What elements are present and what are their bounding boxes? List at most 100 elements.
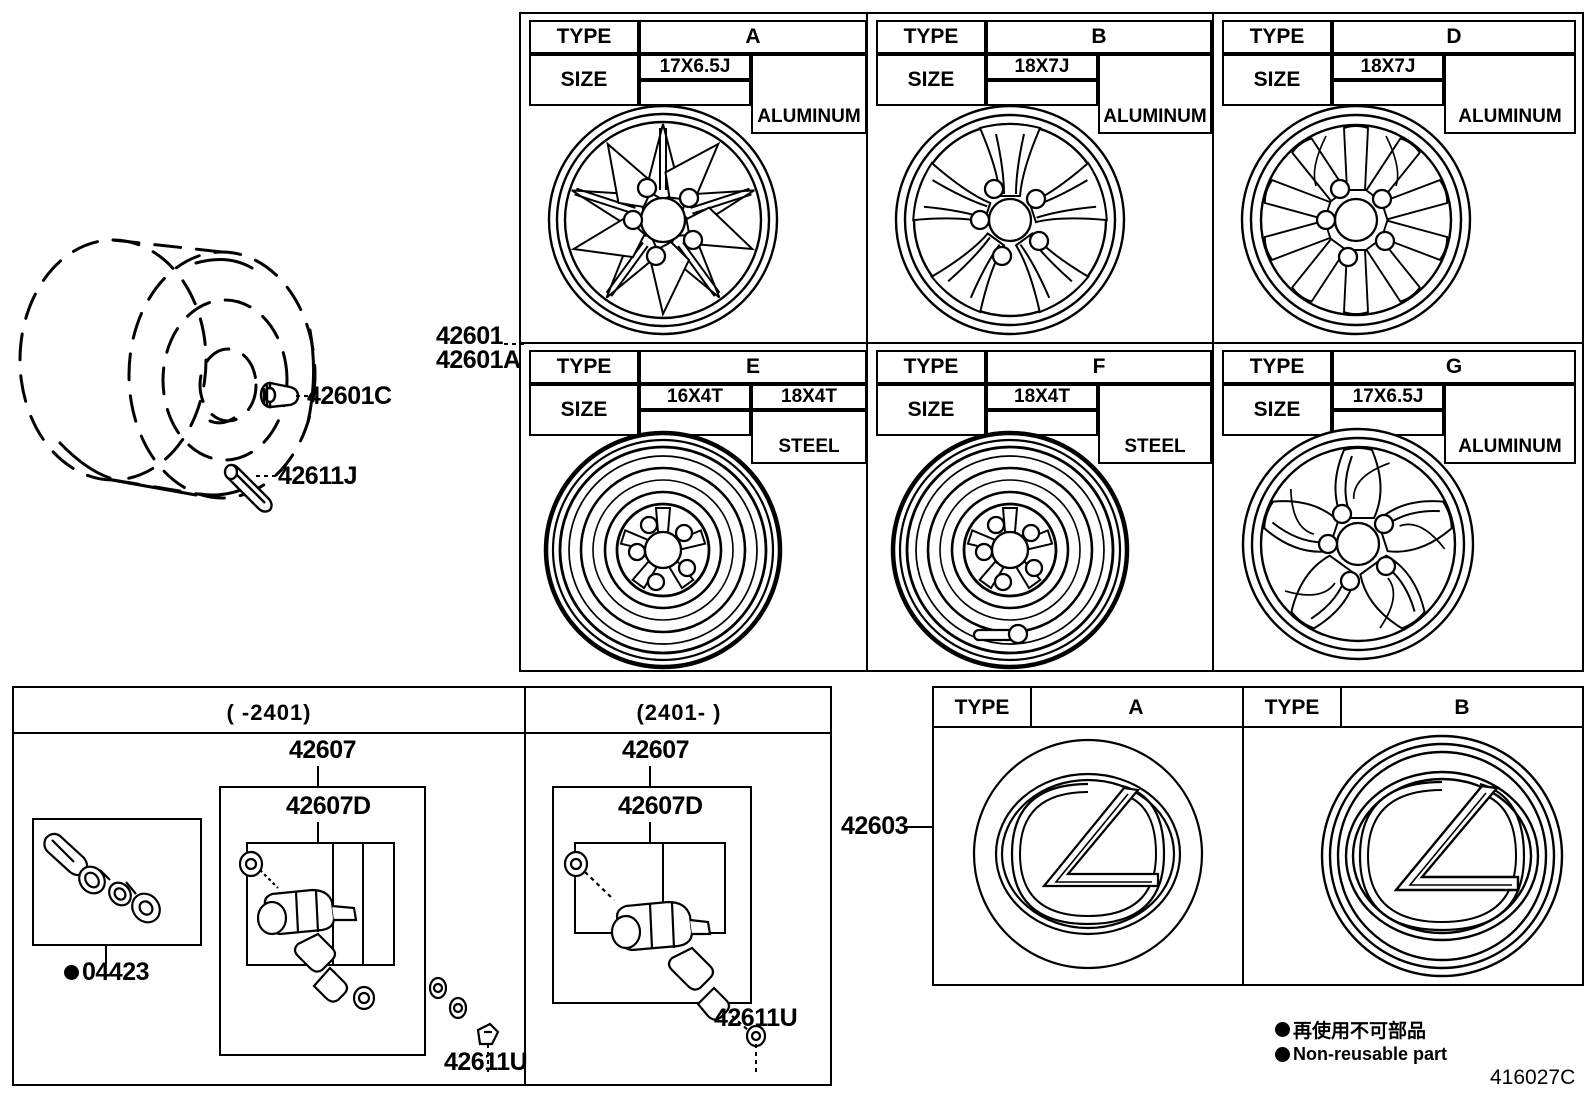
cell-F-type-value: F <box>986 350 1212 384</box>
wheel-type-table: TYPE A SIZE 17X6.5J ALUMINUM <box>519 12 1584 672</box>
cap-panel: TYPE A TYPE B <box>932 686 1584 986</box>
tpms-hardware-chain-v1 <box>428 976 500 1046</box>
valve-mark <box>972 623 1029 645</box>
leader-42611j <box>256 475 278 477</box>
legend-jp-text: 再使用不可部品 <box>1293 1020 1427 1042</box>
repair-kit-illustration <box>43 832 161 924</box>
non-reusable-dot-icon <box>64 964 79 980</box>
wheel-cell-E: TYPE E SIZE 16X4T 18X4T STEEL <box>521 344 867 670</box>
cell-A-type-value: A <box>639 20 867 54</box>
tpms-header-rule-left <box>14 732 524 734</box>
cell-A-size-2 <box>639 80 751 106</box>
tire-solid-edges <box>58 257 316 497</box>
leader-42603 <box>906 826 932 828</box>
cell-D-size-header: SIZE <box>1222 54 1332 106</box>
cell-B-type-header: TYPE <box>876 20 986 54</box>
callout-42607-v1: 42607 <box>289 736 357 764</box>
cell-E-type-header: TYPE <box>529 350 639 384</box>
tire-outline-dashed <box>18 238 317 500</box>
tpms-period-2: (2401- ) <box>636 700 722 725</box>
box-42607d-v2-div1 <box>662 842 664 934</box>
leader-42611u-v2 <box>755 1044 757 1074</box>
legend-en-text: Non-reusable part <box>1293 1044 1448 1064</box>
wheel-cell-D: TYPE D SIZE 18X7J ALUMINUM <box>1214 14 1582 342</box>
leader-42607d-v2 <box>649 822 651 842</box>
wheel-cell-G: TYPE G SIZE 17X6.5J ALUMINUM <box>1214 344 1582 670</box>
leader-42607d-v1 <box>317 822 319 842</box>
non-reusable-dot-icon-en <box>1275 1047 1290 1062</box>
callout-04423: 04423 <box>82 958 150 986</box>
cell-B-size-header: SIZE <box>876 54 986 106</box>
cell-G-type-value: G <box>1332 350 1576 384</box>
box-42607-v2 <box>552 786 752 1004</box>
cap-a-type-sep <box>1030 688 1032 726</box>
cell-E-size-1: 16X4T <box>639 384 751 410</box>
wheel-G-alloy-drawing <box>1241 427 1475 661</box>
callout-42601c: 42601C <box>307 382 392 410</box>
cell-E-size-header: SIZE <box>529 384 639 436</box>
cell-A-size-header: SIZE <box>529 54 639 106</box>
cap-panel-header-rule-b <box>1244 726 1582 728</box>
leader-42607-v2 <box>649 766 651 786</box>
non-reusable-dot-icon-jp <box>1275 1022 1290 1037</box>
leader-42601c <box>296 395 314 397</box>
cap-B-type-header: TYPE <box>1264 696 1320 719</box>
callout-42611u-v1: 42611U <box>444 1048 528 1076</box>
cell-E-size-1b <box>639 410 751 436</box>
callout-42607d-v2: 42607D <box>618 792 703 820</box>
wheel-D-alloy-drawing <box>1240 104 1472 336</box>
wheel-E-steel-drawing <box>543 430 783 670</box>
legend-non-reusable-en-row: Non-reusable part <box>1275 1044 1447 1065</box>
callout-42611j: 42611J <box>278 462 358 490</box>
cell-F-size-2 <box>986 410 1098 436</box>
part-42611j-illustration <box>222 462 278 520</box>
callout-42601a: 42601A <box>436 346 521 374</box>
lexus-emblem-a-icon <box>972 738 1204 970</box>
cell-A-material: ALUMINUM <box>751 54 867 134</box>
cell-E-size-2: 18X4T <box>751 384 867 410</box>
cell-G-material: ALUMINUM <box>1444 384 1576 464</box>
wheel-cell-A: TYPE A SIZE 17X6.5J ALUMINUM <box>521 14 867 342</box>
callout-42601: 42601 <box>436 322 504 350</box>
leader-42601 <box>504 343 526 345</box>
callout-04423-row: 04423 <box>64 958 150 986</box>
tpms-sensor-illustration-v1 <box>238 850 376 1011</box>
cell-F-material: STEEL <box>1098 384 1212 464</box>
legend-non-reusable-jp-row: 再使用不可部品 <box>1275 1016 1426 1043</box>
cell-B-size-2 <box>986 80 1098 106</box>
leader-42611u-v1 <box>487 1044 489 1074</box>
leader-04423 <box>105 944 107 964</box>
cell-G-type-header: TYPE <box>1222 350 1332 384</box>
cell-F-size-header: SIZE <box>876 384 986 436</box>
tpms-variant-divider <box>524 688 526 1084</box>
cell-A-type-header: TYPE <box>529 20 639 54</box>
cell-F-type-header: TYPE <box>876 350 986 384</box>
wheel-B-alloy-drawing <box>894 104 1126 336</box>
tpms-sensor-illustration-v2 <box>563 850 767 1048</box>
cell-G-size-header: SIZE <box>1222 384 1332 436</box>
callout-42607d-v1: 42607D <box>286 792 371 820</box>
wheel-cell-B: TYPE B SIZE 18X7J ALUMINUM <box>868 14 1212 342</box>
cell-D-material: ALUMINUM <box>1444 54 1576 134</box>
lexus-emblem-b-icon <box>1320 734 1564 978</box>
tpms-period-1: ( -2401) <box>226 700 312 725</box>
cap-panel-divider <box>1242 688 1244 984</box>
cell-D-type-header: TYPE <box>1222 20 1332 54</box>
leader-42607-v1 <box>317 766 319 786</box>
cell-F-size-1: 18X4T <box>986 384 1098 410</box>
box-42607d-v1-div2 <box>362 842 364 966</box>
cell-D-type-value: D <box>1332 20 1576 54</box>
cell-B-size-1: 18X7J <box>986 54 1098 80</box>
box-42607-v1 <box>219 786 426 1056</box>
callout-42607-v2: 42607 <box>622 736 690 764</box>
cap-A-type-header: TYPE <box>954 696 1010 719</box>
cell-G-size-1: 17X6.5J <box>1332 384 1444 410</box>
cell-D-size-2 <box>1332 80 1444 106</box>
wheel-cell-F: TYPE F SIZE 18X4T STEEL <box>868 344 1212 670</box>
figure-code: 416027C <box>1490 1066 1576 1089</box>
wheel-A-alloy-drawing <box>547 104 779 336</box>
cell-D-size-1: 18X7J <box>1332 54 1444 80</box>
left-assembly-illustration <box>0 238 420 540</box>
cell-E-type-value: E <box>639 350 867 384</box>
callout-42603: 42603 <box>841 812 909 840</box>
